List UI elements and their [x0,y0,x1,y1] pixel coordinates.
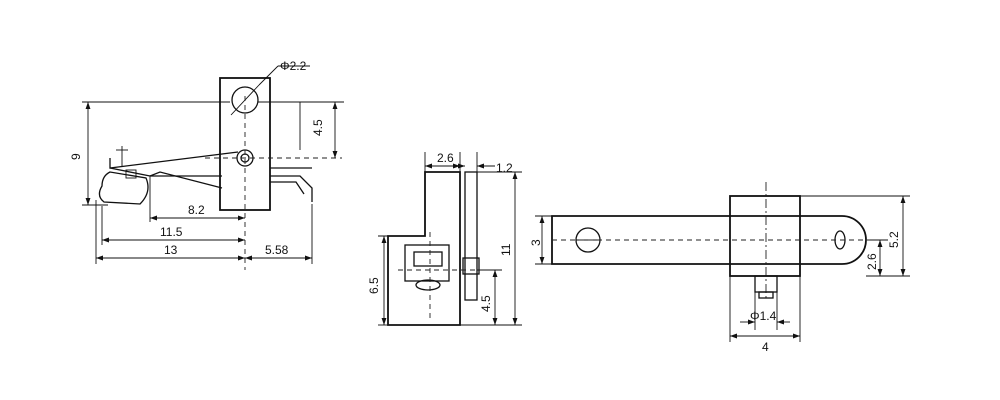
top-view: 3 5.2 2.6 Φ1.4 4 [529,182,910,354]
dim-1-2: 1.2 [496,161,513,175]
dim-4: 4 [762,340,769,354]
dim-11-5: 11.5 [160,225,183,239]
side-view: Φ2.2 4.5 9 8.2 11.5 13 5.58 [69,59,344,270]
mounting-hole [231,86,259,114]
front-view: 2.6 1.2 11 4.5 6.5 [367,151,522,326]
dim-5-58: 5.58 [265,243,289,257]
dim-pin-diameter: Φ1.4 [750,309,777,323]
dim-11: 11 [499,243,513,256]
dim-hole-diameter: Φ2.2 [280,59,307,73]
dim-2-6-top: 2.6 [865,253,879,270]
lever-edge [464,171,478,301]
dim-2-6: 2.6 [437,151,454,165]
dim-6-5: 6.5 [367,277,381,294]
dim-8-2: 8.2 [188,203,205,217]
lever-arm [109,151,239,169]
lever-bar [551,215,867,265]
dim-pivot-offset: 4.5 [311,119,325,136]
dim-height: 9 [69,153,83,160]
dim-3: 3 [529,239,543,246]
switch-body-side [219,77,271,211]
lever-roller [98,171,149,205]
dim-13: 13 [164,243,178,257]
dim-5-2: 5.2 [887,231,901,248]
dim-4-5: 4.5 [479,295,493,312]
